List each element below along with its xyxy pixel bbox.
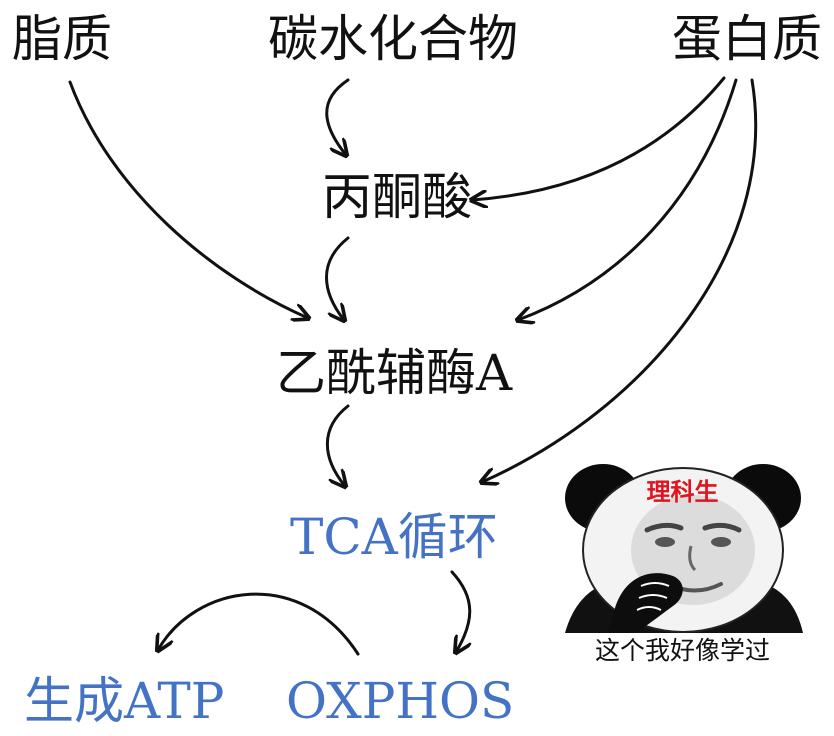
- panda-meme: 理科生 这个我好像学过: [555, 458, 810, 668]
- node-carbohydrate: 碳水化合物: [268, 10, 518, 68]
- arrow-lipid-to-acetyl-coa: [68, 80, 308, 318]
- arrow-tca-to-oxphos: [450, 570, 470, 652]
- node-protein: 蛋白质: [672, 10, 822, 68]
- meme-caption: 这个我好像学过: [594, 636, 770, 665]
- node-atp: 生成ATP: [24, 672, 225, 730]
- node-oxphos: OXPHOS: [286, 672, 515, 730]
- node-acetyl-coa: 乙酰辅酶A: [276, 344, 513, 402]
- node-pyruvate: 丙酮酸: [322, 168, 472, 226]
- arrow-protein-to-pyruvate: [472, 76, 726, 200]
- arrow-pyruvate-to-acetyl-coa: [325, 236, 350, 320]
- node-lipid: 脂质: [12, 10, 112, 68]
- meme-forehead-text: 理科生: [646, 478, 719, 506]
- arrow-acetyl-coa-to-tca: [325, 404, 350, 486]
- arrow-protein-to-acetyl-coa: [518, 78, 738, 320]
- panda-face-icon: [565, 464, 803, 633]
- arrow-oxphos-to-atp: [158, 592, 360, 654]
- node-tca-cycle: TCA循环: [290, 508, 498, 566]
- arrow-protein-to-tca: [482, 78, 758, 482]
- arrow-carbohydrate-to-pyruvate: [325, 78, 348, 155]
